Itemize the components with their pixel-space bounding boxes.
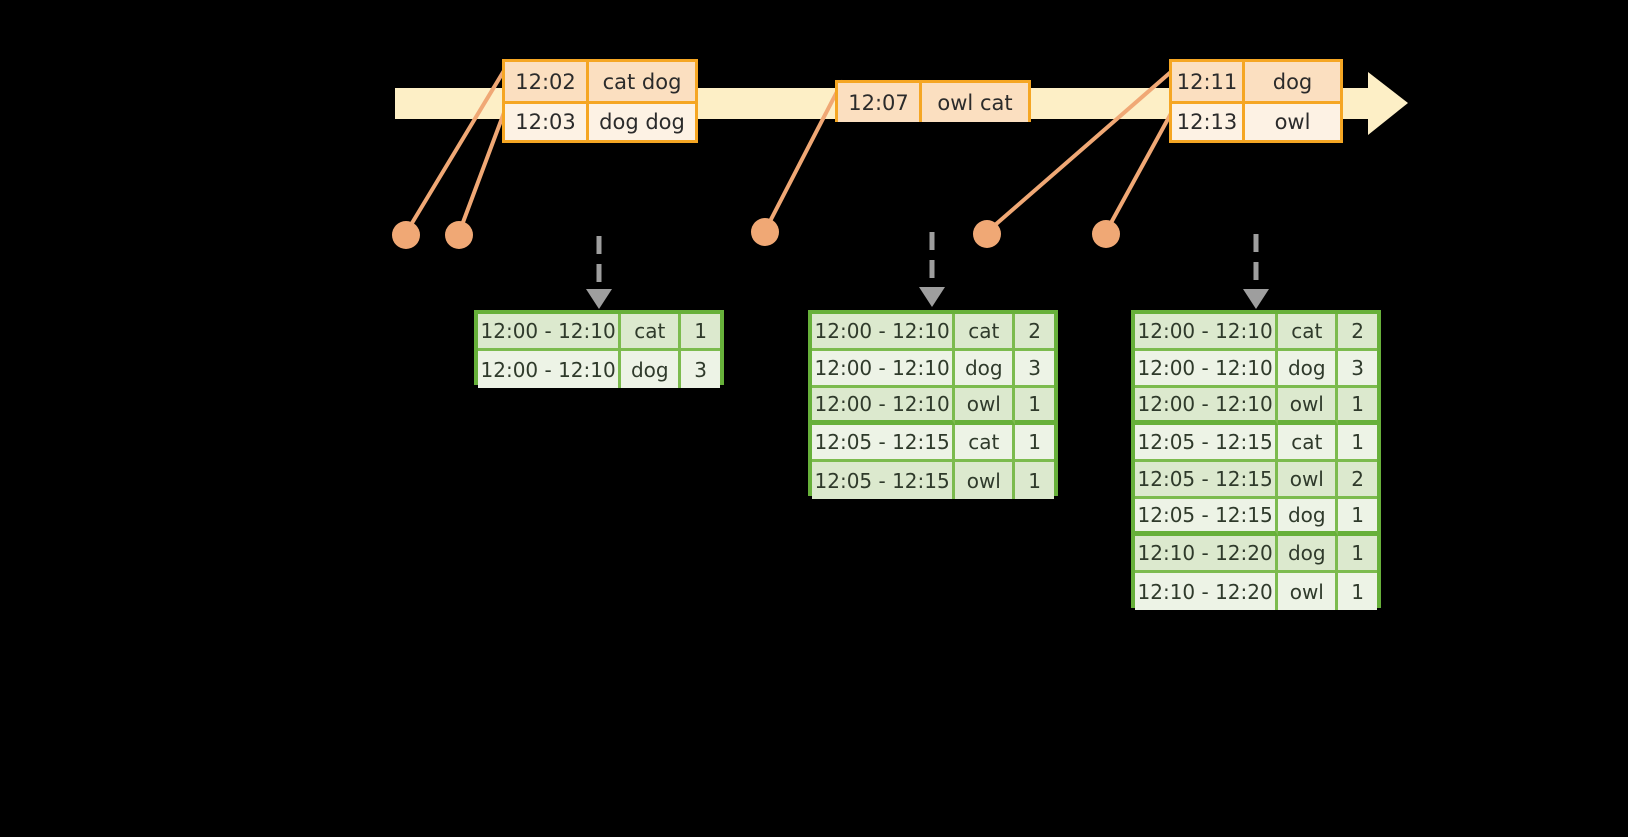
connector-line-3 <box>763 80 844 233</box>
cell-count: 1 <box>1338 499 1377 536</box>
cell-count: 2 <box>1338 462 1377 499</box>
event-row[interactable]: 12:02 cat dog <box>505 62 695 101</box>
table-row[interactable]: 12:00 - 12:10 dog 3 <box>812 351 1054 388</box>
cell-window: 12:00 - 12:10 <box>812 388 956 425</box>
trigger-arrows <box>586 232 1269 309</box>
table-row[interactable]: 12:10 - 12:20 dog 1 <box>1135 536 1377 573</box>
table-row[interactable]: 12:10 - 12:20 owl 1 <box>1135 573 1377 610</box>
table-row[interactable]: 12:00 - 12:10 cat 1 <box>478 314 720 351</box>
trigger-arrow-2 <box>919 232 945 307</box>
cell-count: 2 <box>1338 314 1377 351</box>
cell-window: 12:05 - 12:15 <box>1135 425 1279 462</box>
event-group-3[interactable]: 12:11 dog 12:13 owl <box>1169 59 1343 143</box>
cell-window: 12:10 - 12:20 <box>1135 536 1279 573</box>
cell-word: cat <box>955 314 1016 351</box>
cell-word: owl <box>955 388 1016 425</box>
event-row[interactable]: 12:07 owl cat <box>838 83 1028 122</box>
table-row[interactable]: 12:00 - 12:10 dog 3 <box>478 351 720 388</box>
event-words: owl cat <box>922 83 1028 122</box>
event-time: 12:02 <box>505 62 589 101</box>
table-row[interactable]: 12:00 - 12:10 owl 1 <box>1135 388 1377 425</box>
cell-count: 1 <box>1015 388 1054 425</box>
cell-word: cat <box>621 314 682 351</box>
cell-window: 12:00 - 12:10 <box>478 351 622 388</box>
table-row[interactable]: 12:05 - 12:15 owl 2 <box>1135 462 1377 499</box>
event-row[interactable]: 12:13 owl <box>1172 101 1340 140</box>
cell-word: owl <box>1278 573 1339 610</box>
event-time: 12:07 <box>838 83 922 122</box>
table-row[interactable]: 12:00 - 12:10 cat 2 <box>812 314 1054 351</box>
cell-window: 12:05 - 12:15 <box>1135 499 1279 536</box>
cell-window: 12:10 - 12:20 <box>1135 573 1279 610</box>
cell-window: 12:00 - 12:10 <box>812 351 956 388</box>
cell-count: 2 <box>1015 314 1054 351</box>
event-dot-3 <box>751 218 779 246</box>
cell-word: dog <box>1278 499 1339 536</box>
event-words: owl <box>1245 104 1340 140</box>
cell-window: 12:00 - 12:10 <box>1135 351 1279 388</box>
cell-window: 12:00 - 12:10 <box>1135 388 1279 425</box>
cell-count: 1 <box>1338 573 1377 610</box>
cell-word: owl <box>955 462 1016 499</box>
cell-count: 1 <box>1338 425 1377 462</box>
table-row[interactable]: 12:05 - 12:15 cat 1 <box>1135 425 1377 462</box>
event-dot-1 <box>392 221 420 249</box>
cell-window: 12:05 - 12:15 <box>1135 462 1279 499</box>
cell-count: 3 <box>1338 351 1377 388</box>
table-row[interactable]: 12:00 - 12:10 dog 3 <box>1135 351 1377 388</box>
cell-word: dog <box>1278 536 1339 573</box>
cell-count: 3 <box>1015 351 1054 388</box>
cell-word: cat <box>955 425 1016 462</box>
trigger-arrow-1 <box>586 236 612 309</box>
event-time: 12:03 <box>505 104 589 140</box>
event-dot-2 <box>445 221 473 249</box>
event-words: cat dog <box>589 62 695 101</box>
cell-count: 3 <box>681 351 720 388</box>
cell-window: 12:00 - 12:10 <box>1135 314 1279 351</box>
table-row[interactable]: 12:05 - 12:15 dog 1 <box>1135 499 1377 536</box>
cell-count: 1 <box>1338 388 1377 425</box>
event-words: dog dog <box>589 104 695 140</box>
event-dot-5 <box>1092 220 1120 248</box>
result-table-1[interactable]: 12:00 - 12:10 cat 1 12:00 - 12:10 dog 3 <box>474 310 724 388</box>
cell-word: cat <box>1278 314 1339 351</box>
event-time: 12:13 <box>1172 104 1245 140</box>
cell-count: 1 <box>1015 425 1054 462</box>
table-row[interactable]: 12:05 - 12:15 cat 1 <box>812 425 1054 462</box>
cell-window: 12:05 - 12:15 <box>812 462 956 499</box>
event-group-2[interactable]: 12:07 owl cat <box>835 80 1031 122</box>
trigger-arrow-3 <box>1243 234 1269 309</box>
connector-line-2 <box>457 108 507 235</box>
cell-window: 12:00 - 12:10 <box>812 314 956 351</box>
event-dot-4 <box>973 220 1001 248</box>
table-row[interactable]: 12:00 - 12:10 cat 2 <box>1135 314 1377 351</box>
table-row[interactable]: 12:05 - 12:15 owl 1 <box>812 462 1054 499</box>
event-time: 12:11 <box>1172 62 1245 101</box>
event-row[interactable]: 12:03 dog dog <box>505 101 695 140</box>
event-row[interactable]: 12:11 dog <box>1172 62 1340 101</box>
cell-word: dog <box>1278 351 1339 388</box>
cell-window: 12:00 - 12:10 <box>478 314 622 351</box>
result-table-3[interactable]: 12:00 - 12:10 cat 2 12:00 - 12:10 dog 3 … <box>1131 310 1381 610</box>
event-words: dog <box>1245 62 1340 101</box>
connector-line-1 <box>404 62 510 235</box>
cell-word: owl <box>1278 388 1339 425</box>
cell-word: dog <box>955 351 1016 388</box>
cell-count: 1 <box>681 314 720 351</box>
cell-count: 1 <box>1015 462 1054 499</box>
event-dots <box>392 218 1120 249</box>
cell-word: cat <box>1278 425 1339 462</box>
cell-window: 12:05 - 12:15 <box>812 425 956 462</box>
cell-word: dog <box>621 351 682 388</box>
result-table-2[interactable]: 12:00 - 12:10 cat 2 12:00 - 12:10 dog 3 … <box>808 310 1058 499</box>
table-row[interactable]: 12:00 - 12:10 owl 1 <box>812 388 1054 425</box>
connector-line-5 <box>1104 106 1176 234</box>
cell-word: owl <box>1278 462 1339 499</box>
event-group-1[interactable]: 12:02 cat dog 12:03 dog dog <box>502 59 698 143</box>
cell-count: 1 <box>1338 536 1377 573</box>
